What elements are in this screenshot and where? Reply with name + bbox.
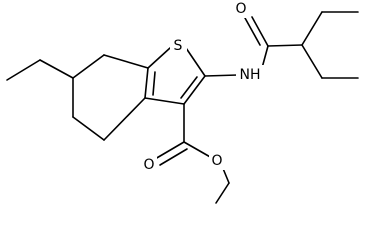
bond-ch-ethyl-down xyxy=(301,44,323,79)
bond-c7a-c7 xyxy=(103,54,149,69)
bond-c3a-c7a xyxy=(144,67,149,99)
bond-c5-c4 xyxy=(72,116,105,141)
cyclohexene-ring xyxy=(72,54,149,141)
bond-c7-c6 xyxy=(72,54,105,79)
bond-carbonyl-ch xyxy=(267,44,303,47)
ester-carbonyl-oxygen-label: O xyxy=(143,157,154,173)
molecule-structure: S O NH O O xyxy=(6,0,359,204)
bond-nh-carbonyl xyxy=(261,45,269,69)
bond-ethyl-ch3 xyxy=(6,59,41,81)
bond-c3-c3a xyxy=(144,97,185,105)
bond-ch-ethyl-up xyxy=(301,11,323,46)
bond-c7a-s xyxy=(147,47,171,69)
bond-c3a-c7a-double xyxy=(152,71,156,96)
bond-s-c2 xyxy=(185,47,206,77)
ring-ethyl-group xyxy=(6,59,74,81)
bond-c2-c3 xyxy=(183,75,206,105)
amide-oxygen-label: O xyxy=(235,1,246,17)
bond-carbonyl-o-double xyxy=(244,17,261,46)
amide-nh-label: NH xyxy=(240,67,261,83)
ester-ether-oxygen-label: O xyxy=(211,153,222,169)
amide-chain xyxy=(204,11,359,79)
atom-labels: S O NH O O xyxy=(141,0,264,175)
bond-c2-nh xyxy=(204,74,239,77)
thiophene-ring xyxy=(144,47,206,105)
bond-carbonyl-o xyxy=(251,16,269,47)
bond-ch2-ch3 xyxy=(215,182,230,204)
ester-chain xyxy=(154,103,230,204)
bond-ester-c-o-double-b xyxy=(159,148,188,166)
bond-c6-ethyl xyxy=(39,59,74,79)
bond-c2-c3-double xyxy=(180,76,198,99)
bond-ester-c-o-double-a xyxy=(154,141,185,160)
bond-ester-c-o-single xyxy=(183,141,213,159)
structure-diagram: S O NH O O xyxy=(6,0,359,204)
bond-c4-c3a xyxy=(103,97,146,141)
sulfur-label: S xyxy=(174,38,183,54)
